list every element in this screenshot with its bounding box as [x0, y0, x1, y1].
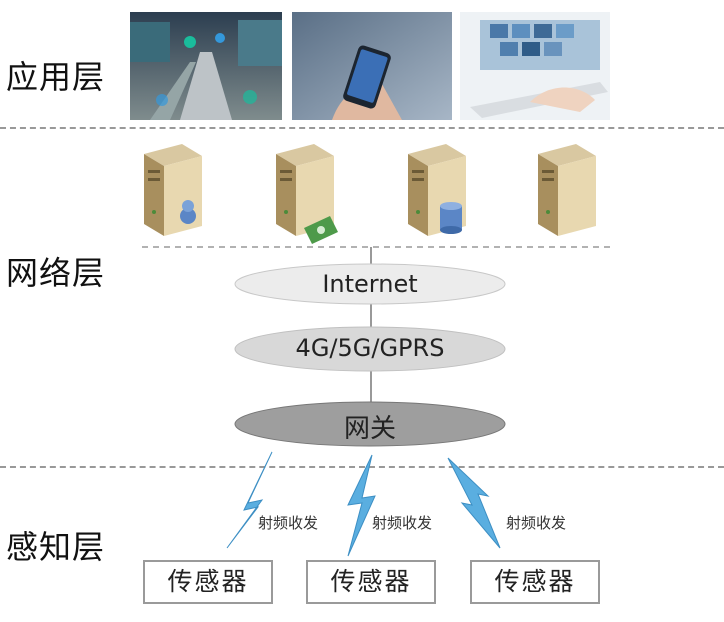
rf-label-middle: 射频收发	[372, 514, 433, 532]
laptop-photo	[460, 12, 610, 120]
mobile-ellipse	[234, 326, 506, 372]
perception-layer-label: 感知层	[6, 528, 106, 566]
smart-city-photo	[130, 12, 282, 120]
gateway-label: 网关	[343, 414, 396, 444]
server-money-icon	[270, 142, 340, 244]
rf-label-left: 射频收发	[258, 514, 319, 532]
lightning-middle	[347, 454, 376, 557]
network-layer-label: 网络层	[6, 254, 106, 292]
internet-ellipse	[234, 263, 506, 305]
gateway-ellipse	[234, 401, 506, 447]
internet-label: Internet	[322, 270, 418, 298]
lightning-right	[447, 457, 501, 549]
mobile-phone-photo	[292, 12, 452, 120]
divider-top	[0, 127, 724, 129]
sensor-box-middle: 传感器	[306, 560, 436, 604]
sensor-box-left: 传感器	[143, 560, 273, 604]
lightning-left	[226, 451, 273, 549]
server-icon	[532, 142, 602, 242]
rf-label-right: 射频收发	[506, 514, 567, 532]
divider-bottom	[0, 466, 724, 468]
server-database-icon	[402, 142, 472, 242]
sensor-box-right: 传感器	[470, 560, 600, 604]
application-layer-label: 应用层	[6, 58, 106, 96]
mobile-network-label: 4G/5G/GPRS	[295, 334, 445, 362]
server-user-icon	[138, 142, 208, 242]
